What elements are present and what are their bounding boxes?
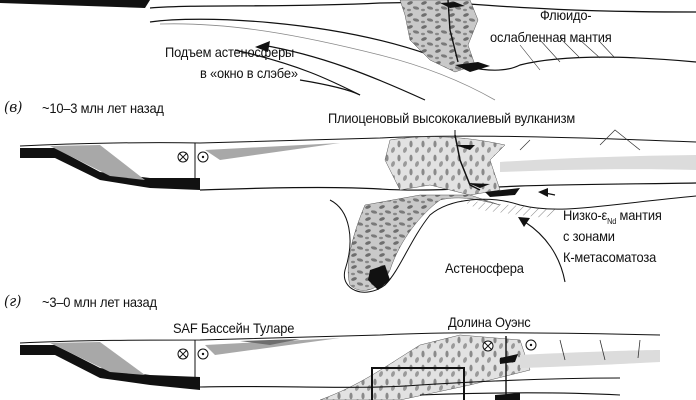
saf-tulare-label: SAF Бассейн Туларе	[173, 320, 295, 336]
panel-v-letter: (в)	[4, 98, 23, 116]
mantle-label-line1: Низко-εNd мантия	[563, 208, 662, 226]
panel-g-letter: (г)	[4, 292, 22, 310]
asthenosphere-label: Астеносфера	[445, 260, 524, 276]
panel-g-drawing	[19, 332, 661, 400]
fluid-label-line2: ослабленная мантия	[490, 29, 612, 45]
asthenosphere-rise-line2: в «окно в слэбе»	[200, 65, 298, 81]
panel-v-drawing	[19, 129, 696, 293]
asthenosphere-rise-line1: Подъем астеносферы	[165, 44, 295, 60]
mantle-label-prefix: Низко-ε	[563, 207, 608, 223]
owens-valley-label: Долина Оуэнс	[448, 314, 531, 330]
panel-v-time: ~10–3 млн лет назад	[42, 100, 164, 116]
mantle-label-line2: с зонами	[563, 228, 615, 244]
mantle-label-suffix: мантия	[616, 207, 662, 223]
fluid-label-line1: Флюидо-	[540, 7, 592, 23]
panel-g-time: ~3–0 млн лет назад	[42, 294, 157, 310]
mantle-label-line3: К-метасоматоза	[563, 249, 657, 265]
volcanism-label: Плиоценовый высококалиевый вулканизм	[328, 110, 576, 126]
panel-b-partial	[0, 0, 696, 101]
mantle-label-sub: Nd	[607, 216, 617, 226]
